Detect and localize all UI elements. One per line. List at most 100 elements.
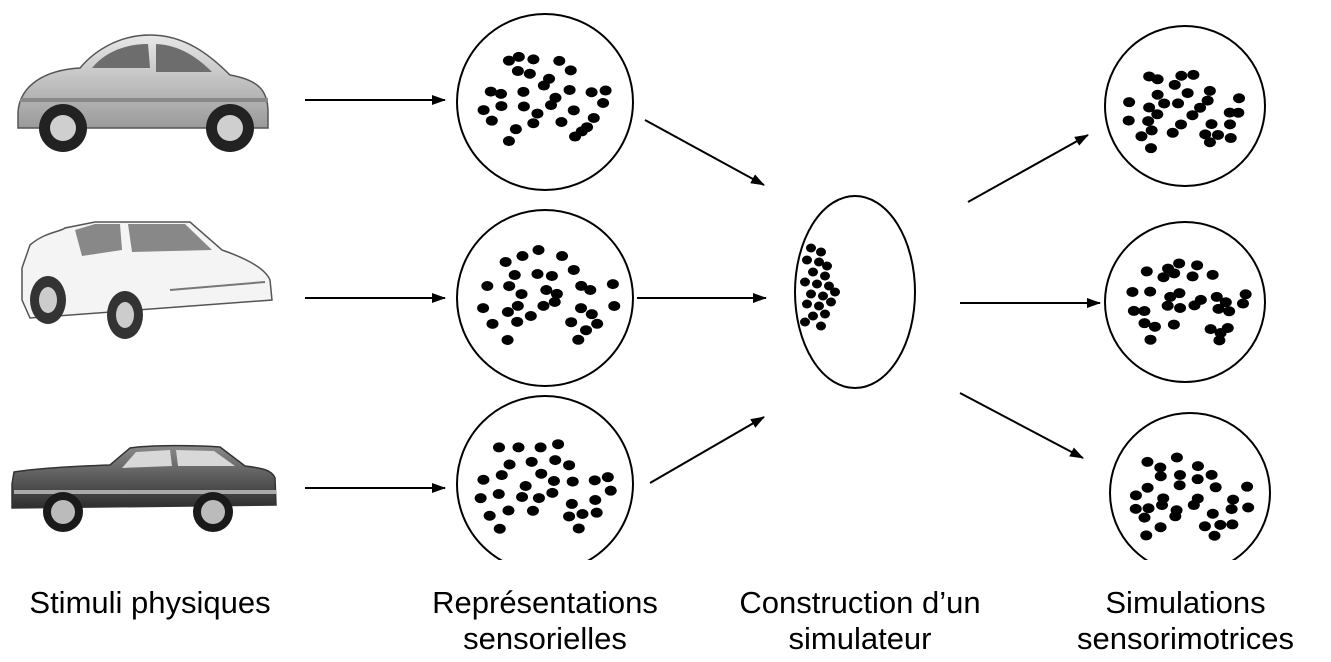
dot <box>569 131 582 142</box>
dot <box>1167 319 1180 330</box>
dot <box>1122 115 1135 126</box>
dot <box>581 122 594 133</box>
dot-cluster-rep2 <box>477 245 621 345</box>
dot <box>585 87 598 98</box>
dot <box>531 108 544 119</box>
dot <box>502 136 515 147</box>
dot <box>1212 303 1225 314</box>
dot <box>1154 522 1167 533</box>
dot <box>588 475 601 486</box>
diagram-canvas <box>11 13 1271 574</box>
dot <box>1208 530 1221 541</box>
dot <box>553 55 566 66</box>
dot <box>512 51 525 62</box>
dot <box>550 288 563 299</box>
caption-construction-line1: Construction d’un <box>739 585 981 620</box>
dot <box>800 317 810 327</box>
arrow-rep1-to-simulator <box>644 119 765 186</box>
arrow-simulator-to-sim1 <box>967 134 1089 203</box>
dot <box>535 468 548 479</box>
simulation-circle-1 <box>1104 25 1266 187</box>
caption-simulations-line1: Simulations <box>1105 585 1266 620</box>
dot <box>575 280 588 291</box>
dot <box>1154 462 1167 473</box>
dot <box>524 311 537 322</box>
dot <box>814 301 824 311</box>
dot <box>806 243 816 253</box>
dot <box>501 334 514 345</box>
dot <box>1242 502 1255 513</box>
dot <box>532 493 545 504</box>
dot <box>1211 129 1224 140</box>
caption-representations-sensorielles: Représentations sensorielles <box>390 585 700 657</box>
dot-cluster-sim1 <box>1122 69 1246 154</box>
dot <box>814 257 824 267</box>
dot <box>525 456 538 467</box>
dot <box>1142 116 1155 127</box>
dot <box>591 318 604 329</box>
dot <box>492 489 505 500</box>
dot <box>477 474 490 485</box>
dot <box>1227 494 1240 505</box>
dot <box>1206 269 1219 280</box>
dot <box>545 270 558 281</box>
dot-cluster-sim2 <box>1126 258 1252 346</box>
dot <box>1158 98 1171 109</box>
dot <box>1241 481 1254 492</box>
dot <box>1223 119 1236 130</box>
dot <box>1157 272 1170 283</box>
dot <box>808 311 818 321</box>
dot <box>565 317 578 328</box>
dot <box>511 66 524 77</box>
dot <box>1161 300 1174 311</box>
dot <box>1143 102 1156 113</box>
dot <box>495 88 508 99</box>
dot <box>1173 288 1186 299</box>
dot <box>1198 521 1211 532</box>
dot <box>552 439 565 450</box>
dot <box>1144 334 1157 345</box>
dot <box>826 297 836 307</box>
dot-clusters <box>474 51 1255 541</box>
dot <box>1154 471 1167 482</box>
dot <box>818 291 828 301</box>
dot <box>512 442 525 453</box>
dot <box>608 300 621 311</box>
dot <box>546 487 559 498</box>
dot <box>516 250 529 261</box>
dot <box>1129 503 1142 514</box>
dot <box>1223 107 1236 118</box>
dot <box>587 112 600 123</box>
dot <box>1236 298 1249 309</box>
dot <box>584 285 597 296</box>
dot <box>1214 519 1227 530</box>
dot <box>481 281 494 292</box>
caption-representations-line1: Représentations <box>432 585 658 620</box>
dot <box>1140 266 1153 277</box>
dot <box>534 442 547 453</box>
dot <box>477 303 490 314</box>
dot <box>537 300 550 311</box>
dot <box>1168 79 1181 90</box>
dot <box>1141 456 1154 467</box>
dot <box>499 256 512 267</box>
dot <box>474 493 487 504</box>
dot <box>1144 143 1157 154</box>
dot <box>1204 324 1217 335</box>
dot <box>477 105 490 116</box>
dot <box>1191 474 1204 485</box>
dot <box>580 325 593 336</box>
dot <box>1144 286 1157 297</box>
dot <box>515 289 528 300</box>
dot <box>501 306 514 317</box>
dot <box>802 299 812 309</box>
dot <box>812 279 822 289</box>
caption-simulations-sensorimotrices: Simulations sensorimotrices <box>1040 585 1331 657</box>
dot <box>830 287 840 297</box>
dot <box>495 470 508 481</box>
dot <box>564 65 577 76</box>
dot <box>508 270 521 281</box>
dot <box>1221 322 1234 333</box>
dot <box>1205 469 1218 480</box>
